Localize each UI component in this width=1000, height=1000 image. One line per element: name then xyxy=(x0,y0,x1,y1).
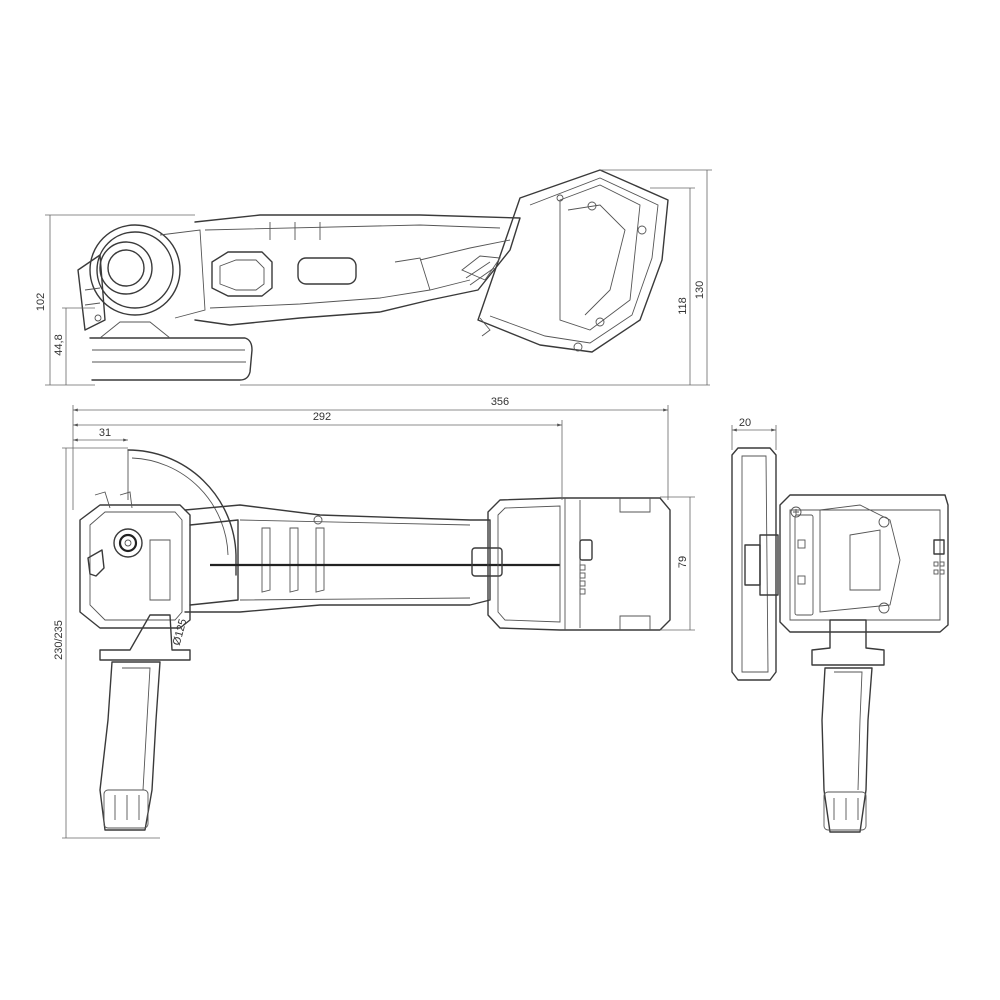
dim-230-235: 230/235 xyxy=(53,620,65,660)
dim-130: 130 xyxy=(694,281,706,299)
side-view xyxy=(77,169,669,381)
disc-diameter-label: Ø125 xyxy=(171,618,190,647)
front-view xyxy=(731,447,949,833)
top-view-dimensions: 356 292 31 79 230/235 xyxy=(53,396,695,839)
dim-20: 20 xyxy=(739,417,751,429)
dim-31: 31 xyxy=(99,427,111,439)
dim-79: 79 xyxy=(677,556,689,568)
dim-118: 118 xyxy=(677,297,689,315)
top-view: Ø125 xyxy=(79,449,671,831)
dim-356: 356 xyxy=(491,396,509,408)
dim-292: 292 xyxy=(313,411,331,423)
side-view-dimensions: 102 44,8 118 130 xyxy=(35,169,712,386)
dim-44-8: 44,8 xyxy=(53,334,65,355)
front-view-dimensions: 20 xyxy=(731,417,777,450)
dim-102: 102 xyxy=(35,293,47,311)
